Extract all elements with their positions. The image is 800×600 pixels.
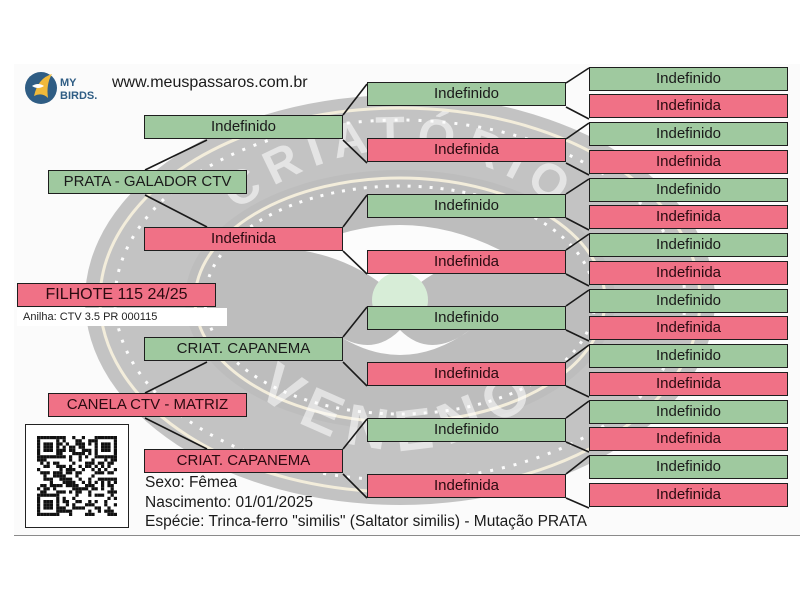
ggg-parent-box: Indefinida [589,483,788,507]
ggg-parent-box: Indefinido [589,233,788,257]
great-grandparent-box: Indefinida [367,138,566,162]
great-grandparent-box: Indefinido [367,82,566,106]
ggg-parent-box: Indefinido [589,289,788,313]
grandparent-box: Indefinido [144,115,343,139]
ggg-parent-box: Indefinido [589,67,788,91]
birth-date-text: Nascimento: 01/01/2025 [145,494,314,511]
subject-name-box: FILHOTE 115 24/25 [17,283,216,307]
father-box: PRATA - GALADOR CTV [48,170,247,194]
ggg-parent-box: Indefinida [589,261,788,285]
logo-text-bottom: BIRDS. [60,90,97,102]
great-grandparent-box: Indefinido [367,306,566,330]
ggg-parent-box: Indefinida [589,316,788,340]
ggg-parent-box: Indefinida [589,205,788,229]
ggg-parent-box: Indefinido [589,455,788,479]
great-grandparent-box: Indefinida [367,362,566,386]
ggg-parent-box: Indefinido [589,344,788,368]
mybirds-logo: MY BIRDS. [25,72,97,104]
ggg-parent-box: Indefinida [589,94,788,118]
qr-code[interactable] [25,424,129,528]
ggg-parent-box: Indefinido [589,178,788,202]
website-link[interactable]: www.meuspassaros.com.br [112,74,308,91]
ring-number: Anilha: CTV 3.5 PR 000115 [17,308,227,326]
grandparent-box: Indefinida [144,227,343,251]
great-grandparent-box: Indefinido [367,418,566,442]
ggg-parent-box: Indefinida [589,427,788,451]
great-grandparent-box: Indefinido [367,194,566,218]
great-grandparent-box: Indefinida [367,250,566,274]
qr-code-icon [37,436,117,516]
species-text: Espécie: Trinca-ferro "similis" (Saltato… [145,513,587,530]
ggg-parent-box: Indefinido [589,122,788,146]
logo-text-top: MY [60,77,77,89]
great-grandparent-box: Indefinida [367,474,566,498]
grandparent-box: CRIAT. CAPANEMA [144,449,343,473]
sex-text: Sexo: Fêmea [145,474,238,491]
ggg-parent-box: Indefinida [589,150,788,174]
ggg-parent-box: Indefinido [589,400,788,424]
ggg-parent-box: Indefinida [589,372,788,396]
mother-box: CANELA CTV - MATRIZ [48,393,247,417]
grandparent-box: CRIAT. CAPANEMA [144,337,343,361]
